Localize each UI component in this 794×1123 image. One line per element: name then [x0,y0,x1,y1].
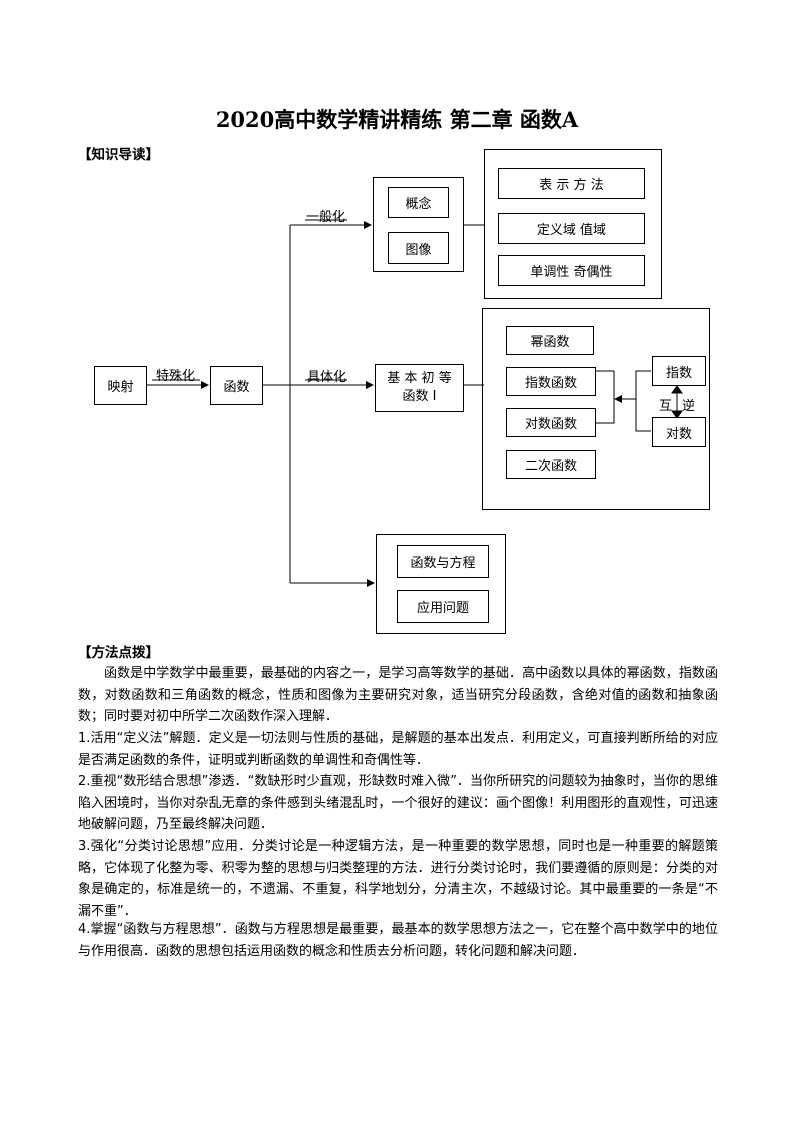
box-dandiao-qiou: 单调性 奇偶性 [498,255,645,286]
label-hu: 互 [659,399,673,414]
section-heading-knowledge: 【知识导读】 [78,147,159,163]
box-biaoshi-fangfa: 表 示 方 法 [498,168,645,199]
label-yibanhua: 一般化 [306,210,346,225]
box-dingyiyu-zhiyu: 定义域 值域 [498,213,645,244]
group-elementary-functions [482,308,710,510]
page-title: 2020高中数学精讲精练 第二章 函数A [215,107,579,132]
box-tuxiang: 图像 [388,232,449,264]
method-point-1: 1.活用“定义法”解题．定义是一切法则与性质的基础，是解题的基本出发点．利用定义… [78,731,718,768]
method-point-3: 3.强化“分类讨论思想”应用．分类讨论是一种逻辑方法，是一种重要的数学思想，同时… [78,839,718,919]
label-jutihua: 具体化 [307,370,347,385]
box-gainian: 概念 [388,187,449,218]
box-hanshu: 函数 [210,366,263,405]
box-yingyong-wenti: 应用问题 [397,590,489,623]
method-intro-paragraph: 函数是中学数学中最重要，最基础的内容之一，是学习高等数学的基础．高中函数以具体的… [78,666,718,725]
bracket-right-side [635,370,651,432]
box-hanshu-fangcheng: 函数与方程 [397,545,489,578]
label-ni: 逆 [682,399,696,414]
method-point-2: 2.重视“数形结合思想”渗透．“数缺形时少直观，形缺数时难入微”．当你所研究的问… [78,774,718,833]
double-arrow-head-up [671,385,683,394]
method-point-4: 4.掌握“函数与方程思想”．函数与方程思想是最重要，最基本的数学思想方法之一，它… [78,922,718,959]
group-concept-image [373,177,464,272]
box-jiben-chudeng: 基 本 初 等 函数 I [375,364,464,412]
label-tesuhua: 特殊化 [156,369,196,384]
jiben-line1: 基 本 初 等 [387,371,452,386]
diagram-connectors [147,219,683,587]
box-mihanshu: 幂函数 [506,326,594,355]
box-zhishuhanshu: 指数函数 [506,367,596,396]
box-duishu: 对数 [652,417,706,447]
box-ercihanshu: 二次函数 [506,450,596,479]
group-properties [484,149,662,299]
group-applications [376,534,506,634]
box-zhishu: 指数 [652,356,706,386]
box-duishuhanshu: 对数函数 [506,408,596,437]
section-heading-method: 【方法点拨】 [78,645,159,661]
double-arrow-head-down [671,410,683,419]
jiben-line2: 函数 I [402,389,437,404]
box-yingshe: 映射 [94,366,147,405]
